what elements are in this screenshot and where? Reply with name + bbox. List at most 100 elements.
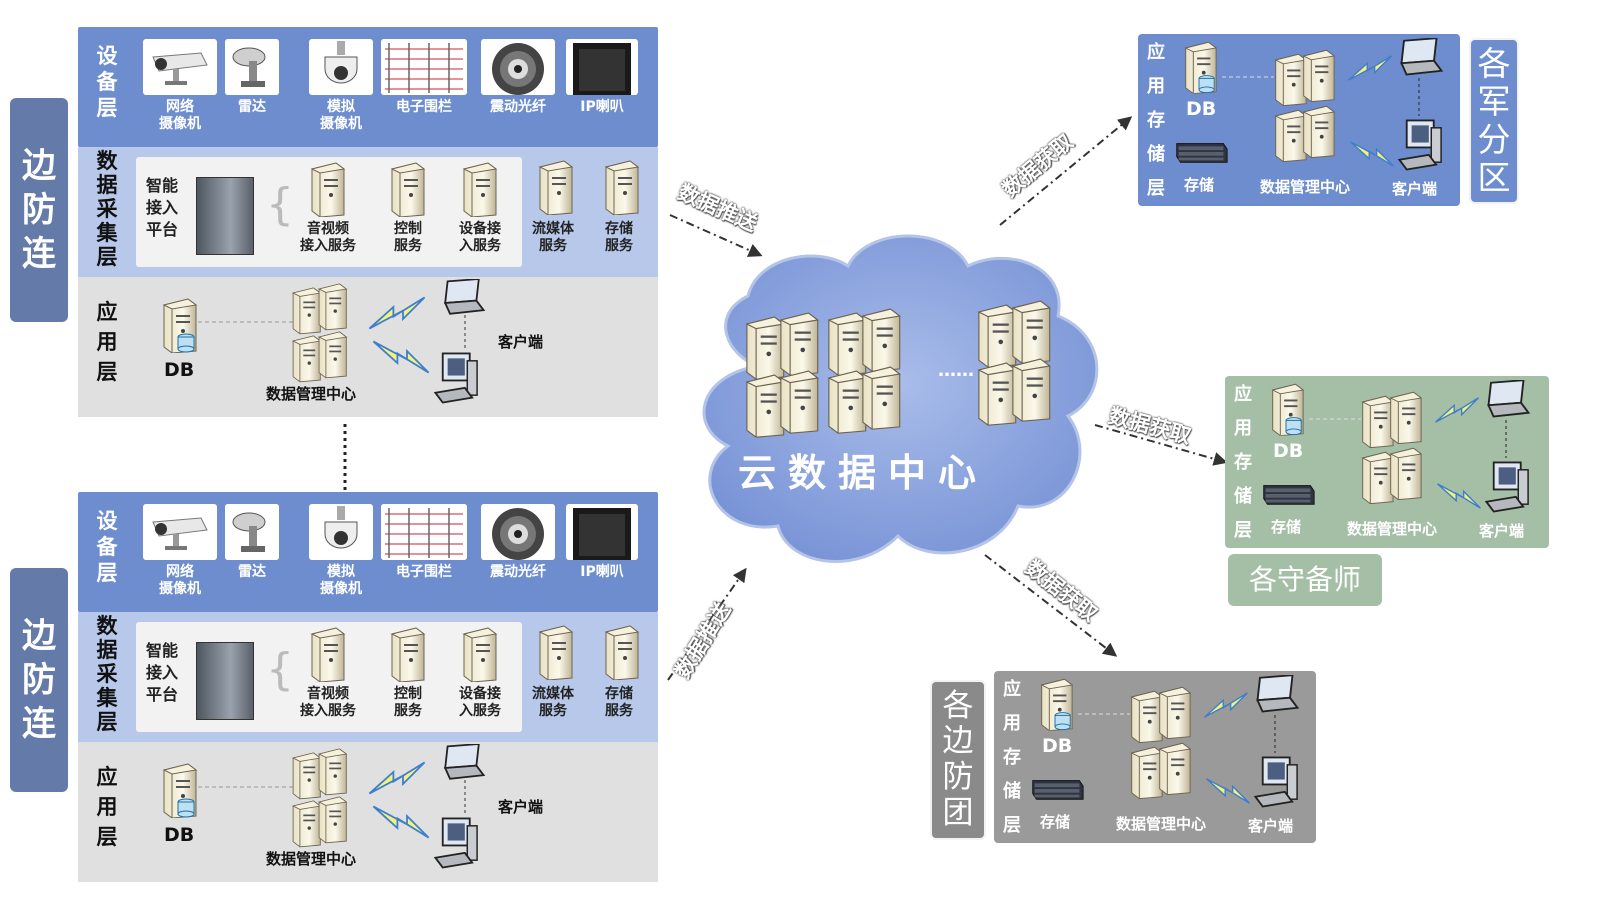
layer-label: 应用存储层 <box>1144 36 1168 206</box>
title-char: 防 <box>942 759 974 795</box>
fence-icon <box>381 504 467 560</box>
storage-icon <box>1176 143 1228 163</box>
client-label: 客户端 <box>1392 180 1438 198</box>
right-unit-title: 各守备师 <box>1228 554 1382 606</box>
title-char: 区 <box>1477 157 1511 197</box>
title-char: 分 <box>1477 120 1511 159</box>
label-char: 采 <box>96 197 118 221</box>
label-char: 层 <box>96 825 118 849</box>
service-line: 入服务 <box>459 238 501 254</box>
cloud-label: 云数据中心 <box>738 451 988 495</box>
collect-layer-label: 数据采集层 <box>94 149 120 269</box>
label-char: 备 <box>96 70 118 94</box>
label-char: 设 <box>96 44 118 68</box>
app-layer-label: 应用层 <box>94 297 120 387</box>
label-char: 用 <box>1234 418 1252 439</box>
dash-line <box>198 786 293 788</box>
service-line: 设备接 <box>459 686 501 702</box>
label-char: 用 <box>96 795 118 819</box>
device-name: 网络 <box>166 99 194 115</box>
label-char: 储 <box>1147 144 1165 165</box>
device-layer: 设备层 网络 摄像机 雷达 模拟 摄像机 电子围栏 震动光纤 IP喇叭 <box>78 492 658 612</box>
camera-icon <box>143 504 217 560</box>
service-label: 设备接 入服务 <box>440 686 520 720</box>
brace-icon: { <box>266 179 294 230</box>
device-name: IP喇叭 <box>580 99 624 115</box>
label-char: 储 <box>1234 486 1252 507</box>
platform-line: 智能 <box>146 176 179 195</box>
dome-camera-icon <box>309 504 373 560</box>
title-char: 边 <box>942 723 974 760</box>
device-1: 雷达 <box>222 39 282 116</box>
platform-line: 平台 <box>146 220 179 239</box>
device-name: 雷达 <box>238 99 266 115</box>
service-line: 服务 <box>394 703 422 719</box>
bolt-icon <box>1434 397 1480 423</box>
platform-line: 智能 <box>146 641 179 660</box>
device-1: 雷达 <box>222 504 282 581</box>
dash-line <box>464 780 466 816</box>
service-line: 流媒体 <box>532 686 574 702</box>
device-name: 电子围栏 <box>396 99 452 115</box>
device-2: 模拟 摄像机 <box>306 39 376 133</box>
service-line: 控制 <box>394 221 422 237</box>
dash-line <box>1078 713 1130 715</box>
device-layer-label: 设备层 <box>94 43 120 121</box>
center-servers-icon <box>1275 49 1335 163</box>
db-icon <box>1180 40 1220 96</box>
device-name: 电子围栏 <box>396 564 452 580</box>
laptop-icon <box>1487 380 1530 418</box>
layer-label: 应用存储层 <box>1000 673 1024 843</box>
label-char: 集 <box>96 221 118 245</box>
device-name-2: 摄像机 <box>320 116 362 132</box>
label-char: 应 <box>1147 42 1165 63</box>
service-line: 服务 <box>539 238 567 254</box>
bolt-icon <box>1347 55 1393 81</box>
device-name-2: 摄像机 <box>320 581 362 597</box>
service-line: 入服务 <box>459 703 501 719</box>
label-char: 据 <box>96 173 118 197</box>
db-label: DB <box>1273 440 1304 462</box>
right-unit-panel: 应用存储层 DB 存储 数据管理中心 客户端 <box>1138 34 1460 206</box>
db-label: DB <box>1042 735 1073 757</box>
service-line: 设备接 <box>459 221 501 237</box>
label-char: 用 <box>1147 76 1165 97</box>
label-char: 层 <box>96 710 118 734</box>
service-label: 存储 服务 <box>586 221 652 255</box>
label-char: 存 <box>1003 747 1021 768</box>
device-name: 模拟 <box>327 564 355 580</box>
title-char: 各 <box>942 687 974 724</box>
right-unit-panel: 应用存储层 DB 存储 数据管理中心 客户端 <box>1225 376 1549 548</box>
right-unit-title: 各军分区 <box>1469 38 1519 204</box>
title-char: 团 <box>942 794 974 831</box>
service-line: 服务 <box>394 238 422 254</box>
label-char: 用 <box>1003 713 1021 734</box>
client-label: 客户端 <box>1248 817 1294 835</box>
label-char: 集 <box>96 686 118 710</box>
left-unit-title: 边防连 <box>10 98 68 322</box>
left-unit-panel: 设备层 网络 摄像机 雷达 模拟 摄像机 电子围栏 震动光纤 IP喇叭 数据采集… <box>78 492 658 884</box>
desktop-icon <box>1254 756 1299 808</box>
device-3: 电子围栏 <box>378 504 470 581</box>
app-layer: 应用层 DB 数据管理中心 客户端 <box>78 742 658 882</box>
collect-layer: 数据采集层 智能接入平台 { 音视频 接入服务 控制 服务 设备接 入服务 流媒… <box>78 612 658 742</box>
service-line: 服务 <box>605 238 633 254</box>
label-char: 存 <box>1147 110 1165 131</box>
device-4: 震动光纤 <box>478 504 558 581</box>
device-name: IP喇叭 <box>580 564 624 580</box>
service-label: 控制 服务 <box>368 221 448 255</box>
storage-label: 存储 <box>1271 518 1302 536</box>
platform-label: 智能接入平台 <box>146 175 178 241</box>
right-unit-title: 各边防团 <box>930 680 986 840</box>
title-char: 连 <box>22 234 56 275</box>
label-char: 应 <box>1234 384 1252 405</box>
device-5: IP喇叭 <box>563 39 641 116</box>
collect-layer: 数据采集层 智能接入平台 { 音视频 接入服务 控制 服务 设备接 入服务 流媒… <box>78 147 658 277</box>
service-line: 服务 <box>605 703 633 719</box>
device-2: 模拟 摄像机 <box>306 504 376 598</box>
brace-icon: { <box>266 644 294 695</box>
fence-icon <box>381 39 467 95</box>
platform-server-icon <box>196 642 254 720</box>
dash-line <box>1222 76 1274 78</box>
storage-label: 存储 <box>1040 813 1071 831</box>
